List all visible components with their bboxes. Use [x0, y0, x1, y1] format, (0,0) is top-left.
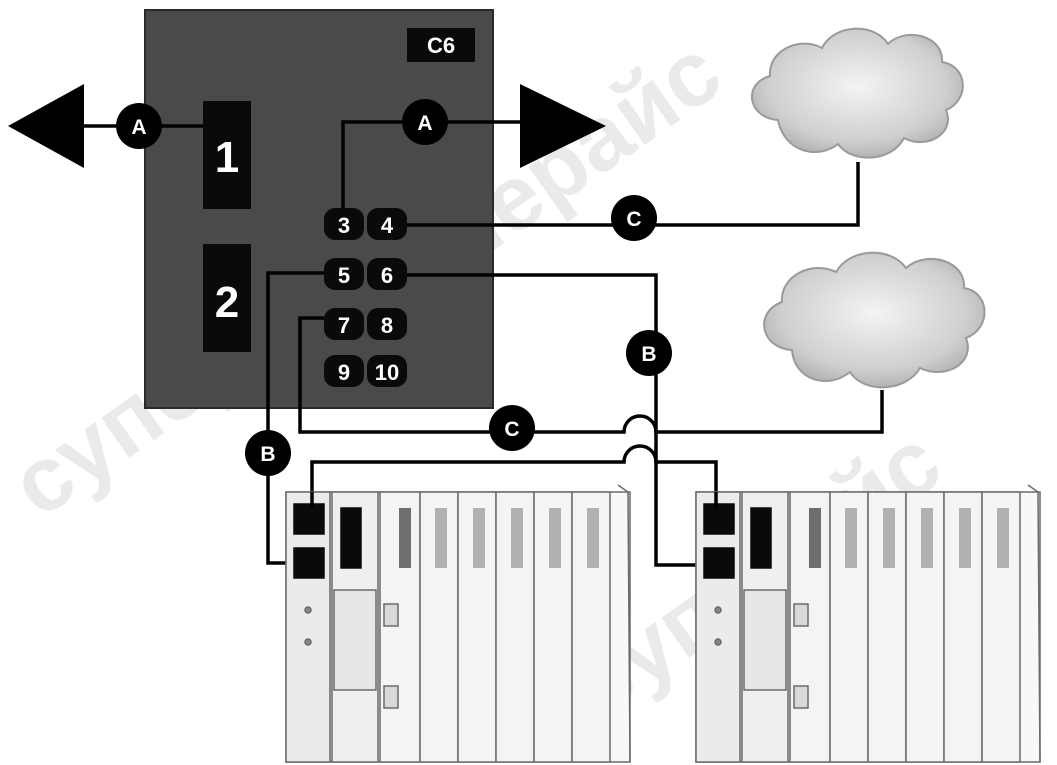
wire-c-bottom: [298, 316, 884, 434]
port-8: [367, 308, 407, 340]
cloud-network-top: [751, 27, 964, 159]
callout-b-left-label: B: [260, 443, 275, 466]
arrows: [8, 84, 606, 168]
callout-c-top-label: C: [626, 208, 641, 231]
bus-module: [695, 491, 741, 763]
callout-a-right-label: A: [417, 112, 432, 135]
callout-a-left-label: A: [131, 116, 146, 139]
callout-b-right: [626, 330, 672, 376]
wire-a-right: [341, 120, 526, 208]
module-body: [144, 9, 494, 409]
ethernet-port-top: [703, 503, 735, 535]
arrow-right: [520, 84, 606, 168]
ethernet-port-top: [293, 503, 325, 535]
port-5: [324, 258, 364, 290]
arrow-left: [8, 84, 84, 168]
wiring-overlay: [310, 492, 718, 508]
port-6-label: 6: [381, 263, 393, 288]
port-3: [324, 208, 364, 240]
callout-b-right-label: B: [641, 343, 656, 366]
wire-c-top: [407, 162, 860, 227]
wire-b-left: [266, 271, 324, 565]
callout-c-bottom-label: C: [504, 418, 519, 441]
port-7-label: 7: [338, 313, 350, 338]
bus-module: [285, 491, 331, 763]
wire-b-right: [407, 273, 712, 567]
io-rack-left: [285, 484, 631, 763]
wire-rack-link: [310, 444, 718, 508]
io-rack-right: [695, 484, 1041, 763]
ethernet-port-bottom: [703, 547, 735, 579]
callouts: A A C B C B: [116, 99, 672, 476]
port-2-label: 2: [215, 278, 239, 327]
port-10-label: 10: [375, 360, 399, 385]
port-9: [324, 355, 364, 387]
port-3-label: 3: [338, 213, 350, 238]
callout-c-top: [611, 195, 657, 241]
ethernet-port-bottom: [293, 547, 325, 579]
module-label-badge: [407, 28, 475, 62]
wiring: [80, 120, 884, 567]
callout-b-left: [245, 430, 291, 476]
callout-c-bottom: [489, 405, 535, 451]
port-6: [367, 258, 407, 290]
port-8-label: 8: [381, 313, 393, 338]
port-2: [203, 244, 251, 352]
module-c6: C6 1 2 3 4 5 6 7 8 9 10: [144, 9, 494, 409]
port-9-label: 9: [338, 360, 350, 385]
module-label: C6: [427, 33, 455, 58]
cloud-network-bottom: [763, 251, 986, 389]
port-4-label: 4: [381, 213, 394, 238]
callout-a-right: [402, 99, 448, 145]
port-1: [203, 101, 251, 209]
port-5-label: 5: [338, 263, 350, 288]
port-1-label: 1: [215, 133, 239, 182]
port-grid: 3 4 5 6 7 8 9 10: [324, 208, 407, 387]
port-7: [324, 308, 364, 340]
port-10: [367, 355, 407, 387]
port-4: [367, 208, 407, 240]
callout-a-left: [116, 103, 162, 149]
